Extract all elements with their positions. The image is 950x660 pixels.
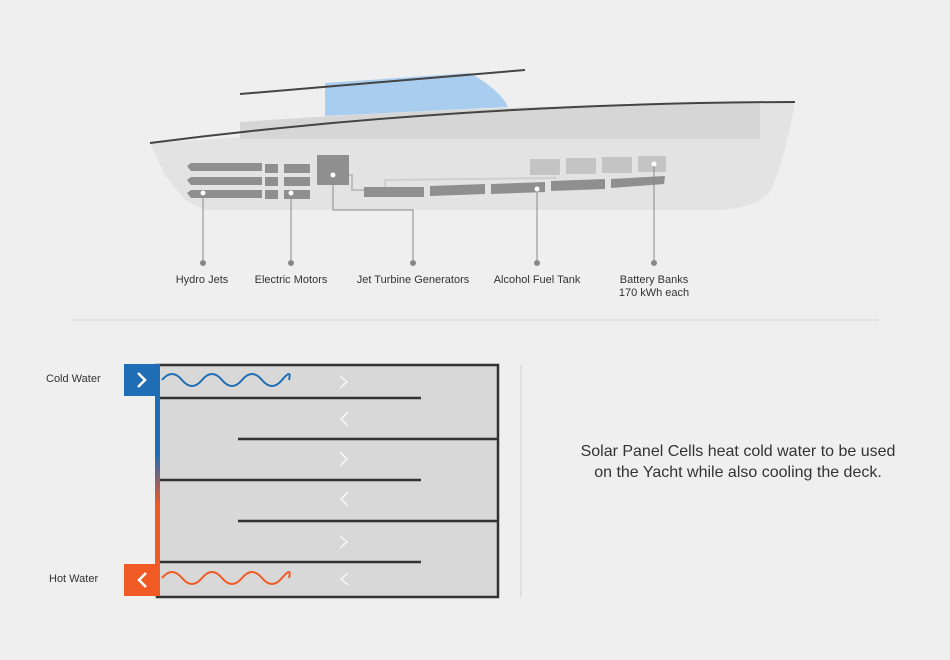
hot-water-outlet-icon [124, 564, 160, 596]
cold-water-inlet-icon [124, 364, 160, 396]
solar-caption-line-2: on the Yacht while also cooling the deck… [594, 464, 882, 481]
serpentine-baffles [157, 396, 498, 564]
hydro-jets-part [187, 163, 262, 198]
yacht-roof-line [239, 69, 526, 95]
alcohol-fuel-tank-part [364, 176, 665, 197]
battery-banks-sublabel: 170 kWh each [618, 287, 690, 299]
solar-caption: Solar Panel Cells heat cold water to be … [548, 441, 928, 483]
cold-water-label: Cold Water [46, 373, 101, 385]
hot-water-label: Hot Water [49, 573, 99, 585]
hydro-jets-label: Hydro Jets [175, 274, 229, 286]
battery-banks-label: Battery Banks [619, 274, 689, 286]
yacht-sheer-line [149, 101, 796, 144]
hot-outlet-chevron-icon [137, 572, 147, 588]
hot-water-wave-icon [161, 571, 291, 585]
flow-direction-arrows [339, 375, 349, 586]
jet-turbine-generators-label: Jet Turbine Generators [356, 274, 470, 286]
solar-caption-line-1: Solar Panel Cells heat cold water to be … [580, 443, 896, 460]
alcohol-fuel-tank-label: Alcohol Fuel Tank [493, 274, 581, 286]
yacht-deck [240, 103, 760, 139]
manifold-pipe [155, 395, 160, 565]
cold-inlet-chevron-icon [137, 372, 147, 388]
cold-water-wave-icon [161, 373, 291, 387]
electric-motors-label: Electric Motors [254, 274, 328, 286]
leader-anchor-dots [200, 161, 657, 196]
electric-motors-part [265, 164, 310, 199]
leader-lines [200, 164, 657, 266]
